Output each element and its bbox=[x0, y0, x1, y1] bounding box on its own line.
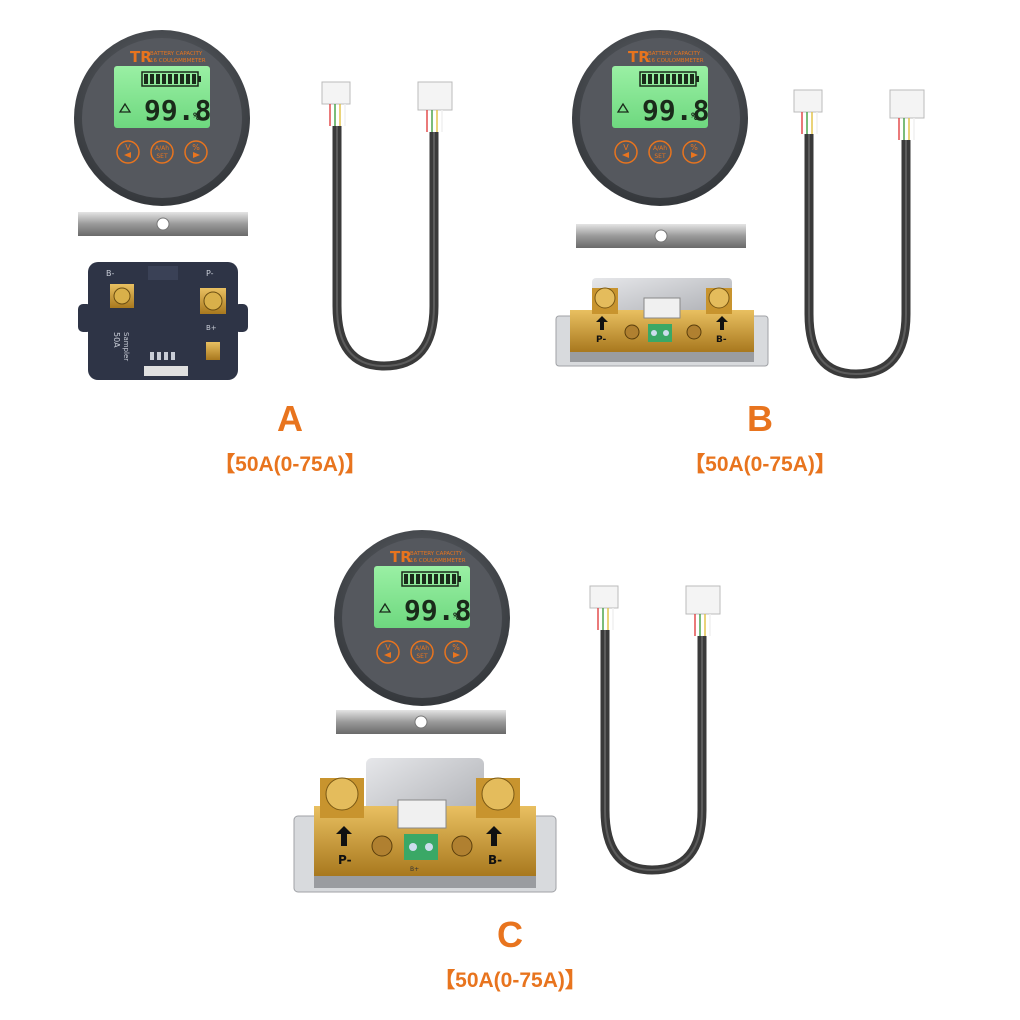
v-button bbox=[614, 140, 638, 164]
svg-text:A/Ah: A/Ah bbox=[653, 145, 667, 152]
svg-text:B-: B- bbox=[106, 269, 114, 278]
svg-text:P-: P- bbox=[338, 853, 352, 867]
lcd-reading: 99.8 bbox=[642, 94, 709, 127]
svg-text:V: V bbox=[385, 643, 391, 652]
variant-a: TR BATTERY CAPACITY 16 COULOMBMETER 99.8… bbox=[0, 0, 500, 500]
left-arrow-icon bbox=[384, 652, 391, 658]
set-button bbox=[648, 140, 672, 164]
right-arrow-icon bbox=[193, 152, 200, 158]
v-button bbox=[116, 140, 140, 164]
svg-text:%: % bbox=[453, 610, 460, 623]
shunt-brass-c: P- B- B+ bbox=[293, 758, 557, 893]
variant-c: TR BATTERY CAPACITY 16 COULOMBMETER 99.8… bbox=[0, 500, 1020, 1020]
variant-rating-a: 【50A(0-75A)】 bbox=[214, 453, 366, 476]
svg-text:B+: B+ bbox=[206, 324, 217, 332]
variant-rating-b: 【50A(0-75A)】 bbox=[684, 453, 836, 476]
svg-text:%: % bbox=[193, 110, 200, 123]
left-arrow-icon bbox=[622, 152, 629, 158]
svg-text:P-: P- bbox=[206, 269, 214, 278]
battery-bar-icon bbox=[639, 71, 699, 87]
svg-text:B-: B- bbox=[488, 853, 502, 867]
lcd-reading: 99.8 bbox=[144, 94, 211, 127]
svg-text:%: % bbox=[690, 143, 698, 152]
right-arrow-icon bbox=[453, 652, 460, 658]
svg-text:BATTERY CAPACITY: BATTERY CAPACITY bbox=[150, 51, 203, 57]
lcd-reading: 99.8 bbox=[404, 594, 471, 627]
percent-button bbox=[682, 140, 706, 164]
svg-text:V: V bbox=[125, 143, 131, 152]
battery-bar-icon bbox=[401, 571, 461, 587]
warning-triangle-icon bbox=[118, 102, 132, 113]
coulomb-meter: TR BATTERY CAPACITY 16 COULOMBMETER 99.8… bbox=[572, 30, 748, 206]
battery-bar-icon bbox=[141, 71, 201, 87]
percent-button bbox=[444, 640, 468, 664]
svg-text:%: % bbox=[452, 643, 460, 652]
set-button bbox=[410, 640, 434, 664]
svg-text:P-: P- bbox=[596, 335, 606, 345]
svg-text:BATTERY CAPACITY: BATTERY CAPACITY bbox=[648, 51, 701, 57]
brand-logo: TR bbox=[130, 48, 152, 66]
svg-text:SET: SET bbox=[416, 653, 428, 660]
svg-text:16 COULOMBMETER: 16 COULOMBMETER bbox=[150, 58, 206, 64]
svg-text:16 COULOMBMETER: 16 COULOMBMETER bbox=[410, 558, 466, 564]
brand-logo: TR bbox=[390, 548, 412, 566]
coulomb-meter: TR BATTERY CAPACITY 16 COULOMBMETER 99.8… bbox=[74, 30, 250, 206]
warning-triangle-icon bbox=[616, 102, 630, 113]
svg-text:SET: SET bbox=[156, 153, 168, 160]
percent-button bbox=[184, 140, 208, 164]
variant-letter-a: A bbox=[277, 398, 303, 439]
shunt-brass-b: P- B- bbox=[555, 278, 769, 367]
svg-text:%: % bbox=[691, 110, 698, 123]
svg-text:A/Ah: A/Ah bbox=[155, 145, 169, 152]
mounting-bracket bbox=[336, 710, 506, 734]
connection-cable bbox=[793, 89, 925, 379]
svg-text:Sampler: Sampler bbox=[122, 332, 130, 361]
v-button bbox=[376, 640, 400, 664]
left-arrow-icon bbox=[124, 152, 131, 158]
brand-logo: TR bbox=[628, 48, 650, 66]
variant-letter-c: C bbox=[497, 914, 523, 955]
svg-text:B+: B+ bbox=[410, 866, 419, 873]
set-button bbox=[150, 140, 174, 164]
variant-rating-c: 【50A(0-75A)】 bbox=[434, 969, 586, 992]
mounting-bracket bbox=[78, 212, 248, 236]
svg-text:A/Ah: A/Ah bbox=[415, 645, 429, 652]
variant-b: TR BATTERY CAPACITY 16 COULOMBMETER 99.8… bbox=[500, 0, 1020, 500]
connection-cable bbox=[589, 585, 721, 875]
svg-text:16 COULOMBMETER: 16 COULOMBMETER bbox=[648, 58, 704, 64]
right-arrow-icon bbox=[691, 152, 698, 158]
coulomb-meter: TR BATTERY CAPACITY 16 COULOMBMETER 99.8… bbox=[334, 530, 510, 706]
mounting-bracket bbox=[576, 224, 746, 248]
svg-text:%: % bbox=[192, 143, 200, 152]
shunt-sampler-a: B- P- B+ 50A Sampler bbox=[78, 262, 248, 380]
svg-text:B-: B- bbox=[716, 335, 727, 345]
connection-cable bbox=[321, 81, 453, 371]
svg-text:50A: 50A bbox=[112, 332, 121, 348]
svg-text:SET: SET bbox=[654, 153, 666, 160]
variant-letter-b: B bbox=[747, 398, 773, 439]
svg-text:BATTERY CAPACITY: BATTERY CAPACITY bbox=[410, 551, 463, 557]
svg-text:V: V bbox=[623, 143, 629, 152]
warning-triangle-icon bbox=[378, 602, 392, 613]
